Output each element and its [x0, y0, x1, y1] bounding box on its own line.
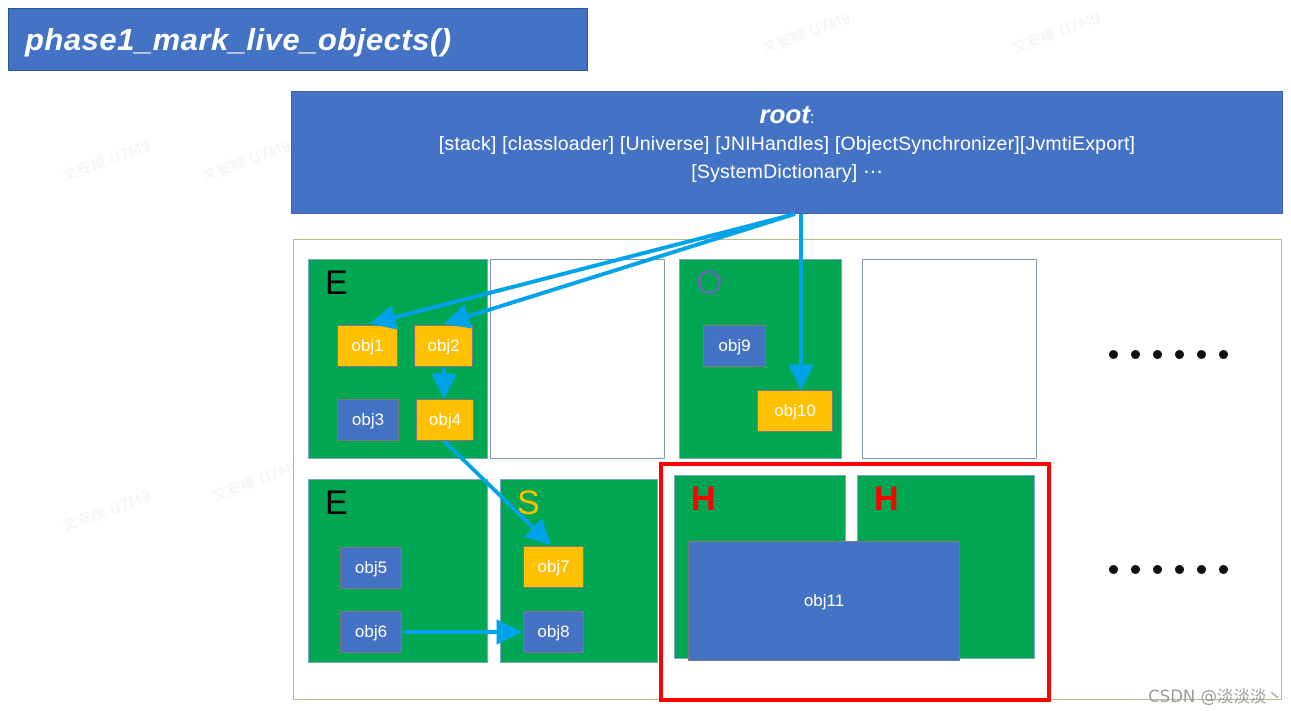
region-free-1[interactable]	[490, 259, 665, 459]
region-label-o: O	[696, 264, 723, 302]
dot	[1197, 565, 1206, 574]
tiled-watermark: 文安模 U7M9	[1009, 7, 1103, 58]
region-label-e: E	[325, 264, 348, 302]
object-obj7[interactable]: obj7	[523, 546, 584, 588]
region-label-s: S	[517, 484, 540, 522]
object-obj10[interactable]: obj10	[757, 390, 833, 432]
region-label-h: H	[874, 480, 899, 518]
title-banner: phase1_mark_live_objects()	[8, 8, 588, 71]
dot	[1153, 350, 1162, 359]
object-obj9[interactable]: obj9	[703, 325, 766, 367]
dot	[1131, 565, 1140, 574]
object-obj2[interactable]: obj2	[414, 325, 473, 367]
root-members-line-1: [stack] [classloader] [Universe] [JNIHan…	[438, 132, 1136, 155]
dot	[1175, 565, 1184, 574]
ellipsis-dots-row-2	[1109, 565, 1228, 574]
region-free-2[interactable]	[862, 259, 1037, 459]
object-obj11[interactable]: obj11	[688, 541, 960, 661]
dot	[1219, 350, 1228, 359]
dot	[1197, 350, 1206, 359]
dot	[1153, 565, 1162, 574]
object-obj5[interactable]: obj5	[340, 547, 402, 589]
dot	[1109, 350, 1118, 359]
object-obj6[interactable]: obj6	[340, 611, 402, 653]
object-obj8[interactable]: obj8	[523, 611, 584, 653]
dot	[1131, 350, 1140, 359]
root-heading: root:	[292, 99, 1282, 130]
dot	[1219, 565, 1228, 574]
root-members-line-2: [SystemDictionary] ⋯	[691, 161, 883, 184]
root-heading-text: root	[759, 99, 810, 129]
object-obj4[interactable]: obj4	[416, 399, 474, 441]
region-label-e: E	[325, 484, 348, 522]
page-title: phase1_mark_live_objects()	[25, 21, 452, 57]
root-heading-colon: :	[809, 108, 815, 127]
dot	[1175, 350, 1184, 359]
tiled-watermark: 文安模 U7M9	[59, 135, 153, 186]
dot	[1109, 565, 1118, 574]
object-obj1[interactable]: obj1	[337, 325, 398, 367]
tiled-watermark: 文安模 U7M9	[199, 135, 293, 186]
tiled-watermark: 文安模 U7M9	[759, 7, 853, 58]
csdn-watermark: CSDN @淡淡淡丶	[1148, 687, 1283, 706]
ellipsis-dots-row-1	[1109, 350, 1228, 359]
root-set-box: root: [stack] [classloader] [Universe] […	[291, 91, 1283, 214]
region-label-h: H	[691, 480, 716, 518]
tiled-watermark: 文安模 U7M9	[209, 455, 303, 506]
tiled-watermark: 文安模 U7M9	[59, 485, 153, 536]
object-obj3[interactable]: obj3	[337, 399, 399, 441]
